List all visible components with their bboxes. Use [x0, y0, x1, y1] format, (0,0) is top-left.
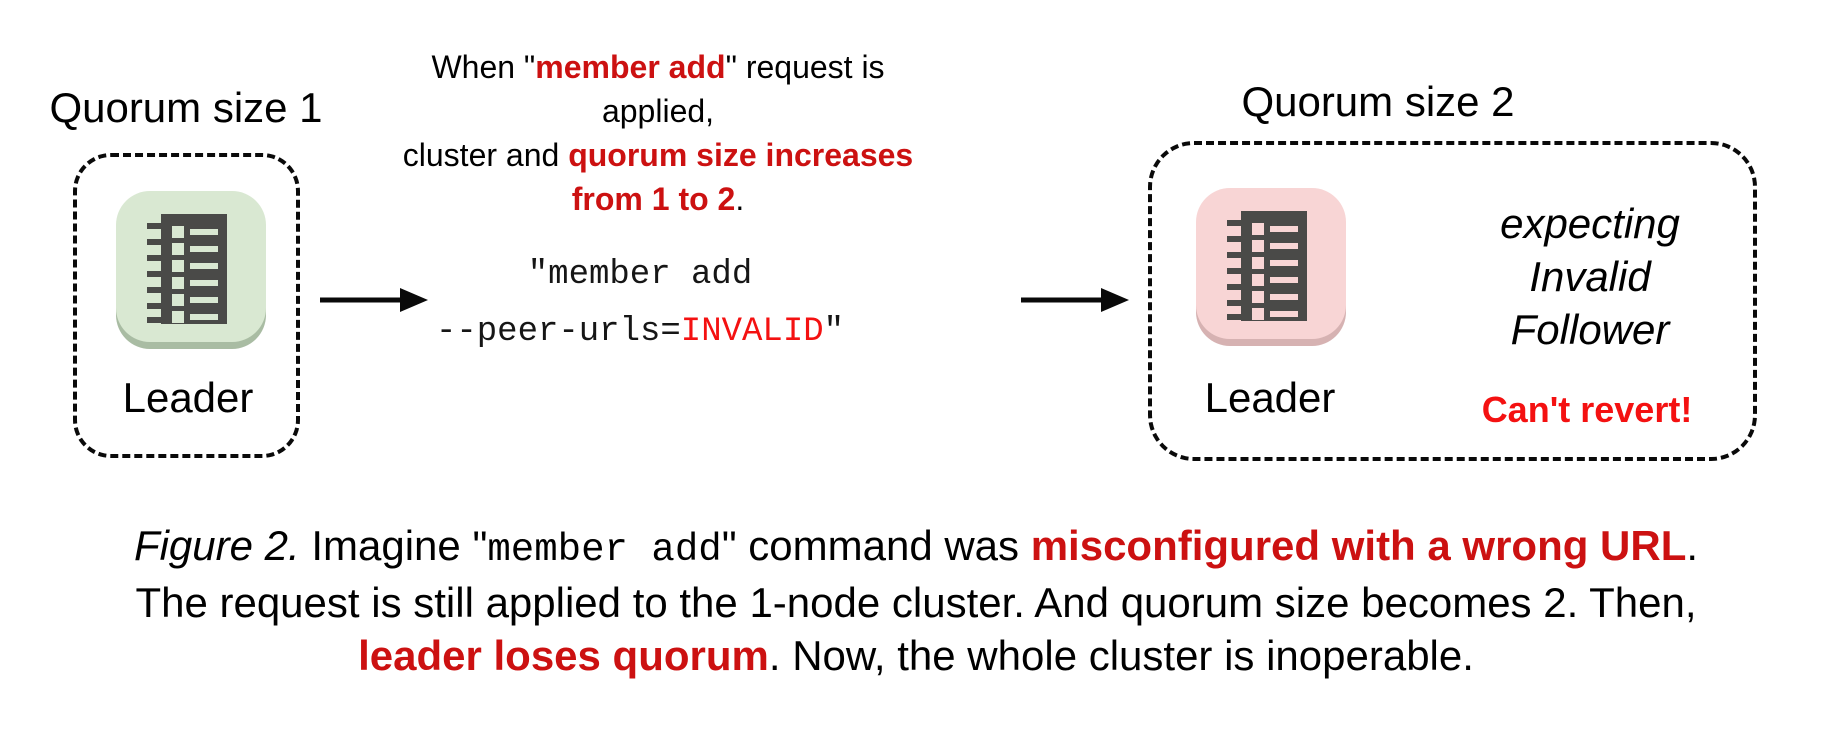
command-line-1: "member add	[527, 256, 753, 294]
note-line-2: cluster and quorum size increases	[378, 133, 938, 177]
caption-code: member add	[487, 527, 722, 572]
arrow-right-icon	[318, 283, 430, 322]
member-add-note: When "member add" request is applied, cl…	[378, 45, 938, 221]
quorum-size-2-label: Quorum size 2	[1241, 78, 1515, 125]
caption-line-2: The request is still applied to the 1-no…	[135, 579, 1697, 626]
member-add-command: "member add --peer-urls=INVALID"	[380, 247, 900, 361]
cluster-boundary-box-right	[1148, 141, 1757, 461]
expectation-line: Invalid	[1529, 253, 1651, 300]
command-text: "	[823, 313, 845, 351]
leader-label-left: Leader	[122, 374, 254, 421]
cant-revert-warning: Can't revert!	[1481, 389, 1693, 430]
note-emphasis: quorum size increases	[568, 137, 914, 173]
arrow-right-icon	[1019, 283, 1131, 322]
cluster-boundary-box-left	[73, 153, 300, 458]
caption-emphasis: misconfigured with a wrong URL	[1030, 522, 1687, 569]
note-line-3: from 1 to 2.	[378, 177, 938, 221]
invalid-url-text: INVALID	[680, 313, 824, 351]
ledger-icon	[1196, 188, 1346, 346]
caption-line-3: leader loses quorum. Now, the whole clus…	[0, 629, 1832, 682]
leader-node-icon-broken	[1195, 187, 1347, 347]
quorum-size-1-label: Quorum size 1	[49, 84, 323, 131]
command-text: --peer-urls=	[435, 313, 681, 351]
expectation-line: expecting	[1500, 200, 1680, 247]
figure-number-label: Figure 2.	[133, 522, 300, 569]
caption-text: . Now, the whole cluster is inoperable.	[768, 632, 1474, 679]
note-text: .	[735, 181, 745, 217]
note-text: " request is applied,	[601, 49, 885, 129]
caption-text: Imagine "	[299, 522, 488, 569]
expecting-invalid-follower-note: expecting Invalid Follower	[1440, 197, 1740, 356]
note-text: cluster and	[402, 137, 569, 173]
leader-node-icon-healthy	[115, 190, 267, 350]
command-line-2: --peer-urls=INVALID"	[380, 304, 900, 361]
expectation-line: Follower	[1510, 306, 1670, 353]
leader-label-right: Leader	[1204, 374, 1336, 421]
ledger-icon	[116, 191, 266, 349]
caption-text: " command was	[721, 522, 1031, 569]
note-emphasis: member add	[535, 49, 726, 85]
caption-text: .	[1686, 522, 1699, 569]
note-emphasis: from 1 to 2	[571, 181, 736, 217]
note-line-1: When "member add" request is applied,	[378, 45, 938, 133]
note-text: When "	[431, 49, 536, 85]
caption-emphasis: leader loses quorum	[358, 632, 769, 679]
figure-caption: Figure 2. Imagine "member add" command w…	[0, 519, 1832, 682]
caption-line-1: Figure 2. Imagine "member add" command w…	[0, 519, 1832, 576]
